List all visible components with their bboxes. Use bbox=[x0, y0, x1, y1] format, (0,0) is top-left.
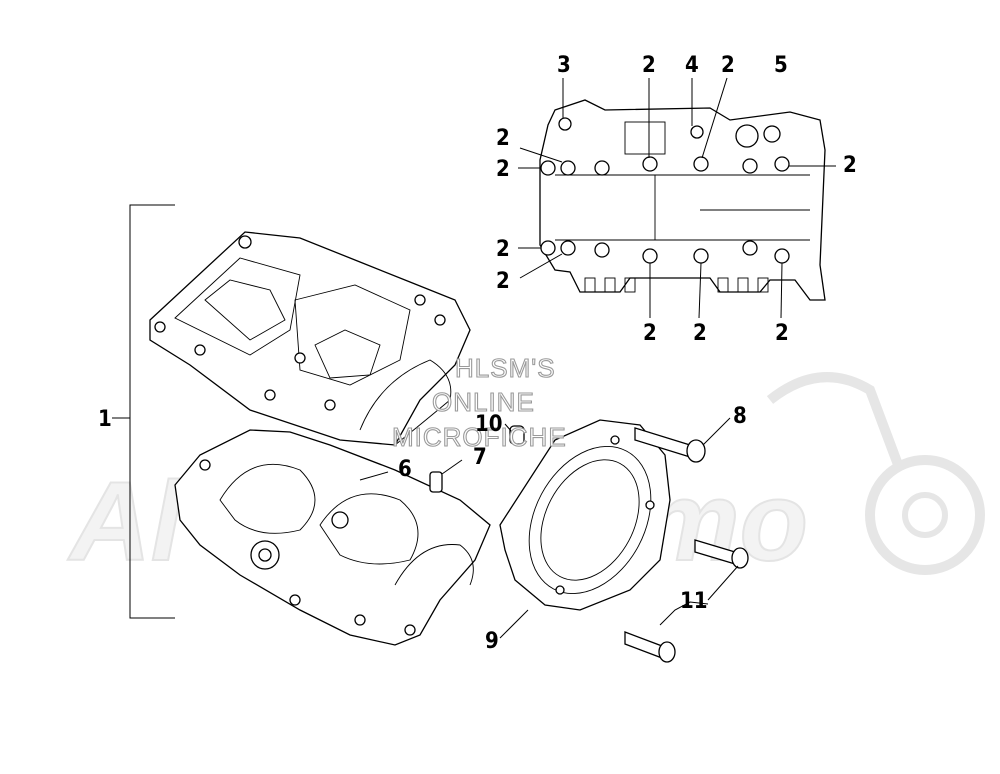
item-1-bracket bbox=[112, 204, 175, 619]
watermark-line-1: HLSM'S bbox=[455, 353, 556, 383]
upper-crankcase-half bbox=[149, 231, 471, 446]
svg-text:Al: Al bbox=[67, 459, 185, 584]
bolt-11-upper bbox=[694, 539, 749, 569]
callout-2: 2 bbox=[693, 321, 707, 346]
callout-2: 2 bbox=[496, 237, 510, 262]
callout-2: 2 bbox=[496, 269, 510, 294]
callout-6: 6 bbox=[398, 457, 412, 482]
callout-9: 9 bbox=[485, 629, 499, 654]
lower-crankcase-half bbox=[174, 429, 491, 646]
callout-2: 2 bbox=[642, 53, 656, 78]
seal-housing bbox=[499, 419, 671, 611]
callout-7: 7 bbox=[473, 445, 487, 470]
callout-labels: 1 3 2 4 2 5 2 2 2 2 2 2 2 2 6 7 10 8 11 … bbox=[98, 53, 857, 654]
callout-2: 2 bbox=[496, 157, 510, 182]
callout-2: 2 bbox=[643, 321, 657, 346]
callout-4: 4 bbox=[685, 53, 699, 78]
callout-2: 2 bbox=[843, 153, 857, 178]
callout-1: 1 bbox=[98, 407, 112, 432]
callout-11: 11 bbox=[680, 589, 708, 614]
callout-2: 2 bbox=[496, 126, 510, 151]
microfiche-watermark: HLSM'S ONLINE MICROFICHE bbox=[391, 352, 567, 452]
watermark-line-3: MICROFICHE bbox=[392, 422, 567, 452]
callout-2: 2 bbox=[721, 53, 735, 78]
leader-lines bbox=[359, 77, 836, 639]
callout-5: 5 bbox=[774, 53, 788, 78]
callout-3: 3 bbox=[557, 53, 571, 78]
bolt-11-lower bbox=[624, 631, 676, 663]
callout-10: 10 bbox=[475, 412, 503, 437]
callout-2: 2 bbox=[775, 321, 789, 346]
crankcase-bolt-holes bbox=[540, 117, 790, 264]
bolt-8 bbox=[634, 427, 706, 463]
dowel-pin-7 bbox=[429, 471, 443, 493]
watermark-line-2: ONLINE bbox=[432, 387, 535, 417]
crankcase-studs bbox=[584, 277, 769, 293]
callout-8: 8 bbox=[733, 404, 747, 429]
background-logo-watermark: Al mo bbox=[66, 372, 985, 585]
dowel-pin-10 bbox=[509, 425, 525, 445]
